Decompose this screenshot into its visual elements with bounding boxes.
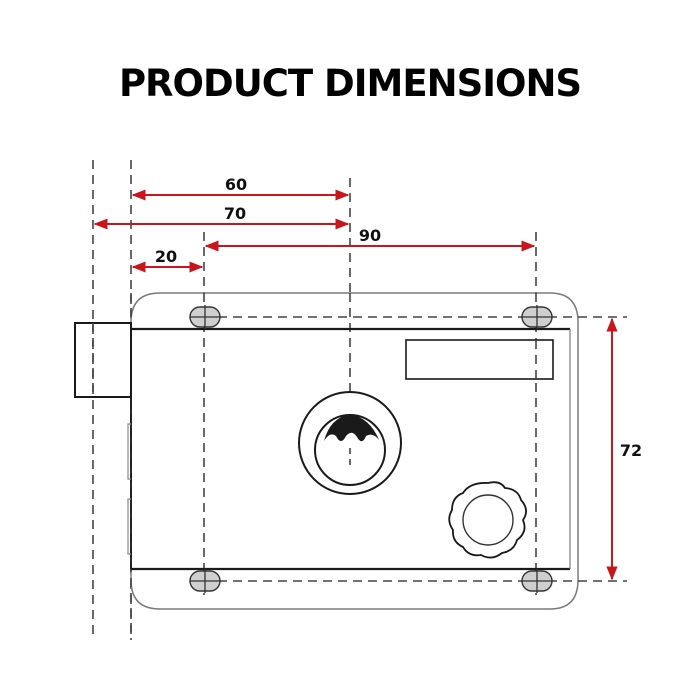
dim-20-label: 20 [155,247,177,266]
latch-bolt [74,322,132,398]
label-window [405,339,554,380]
dim-60-label: 60 [225,175,247,194]
page-title: PRODUCT DIMENSIONS [118,62,582,105]
dim-72-label: 72 [620,441,642,460]
key-cylinder [298,391,402,495]
dim-70-label: 70 [224,204,246,223]
dimension-arrows [93,189,618,581]
thumb-knob [448,481,527,559]
dim-90-label: 90 [359,226,381,245]
